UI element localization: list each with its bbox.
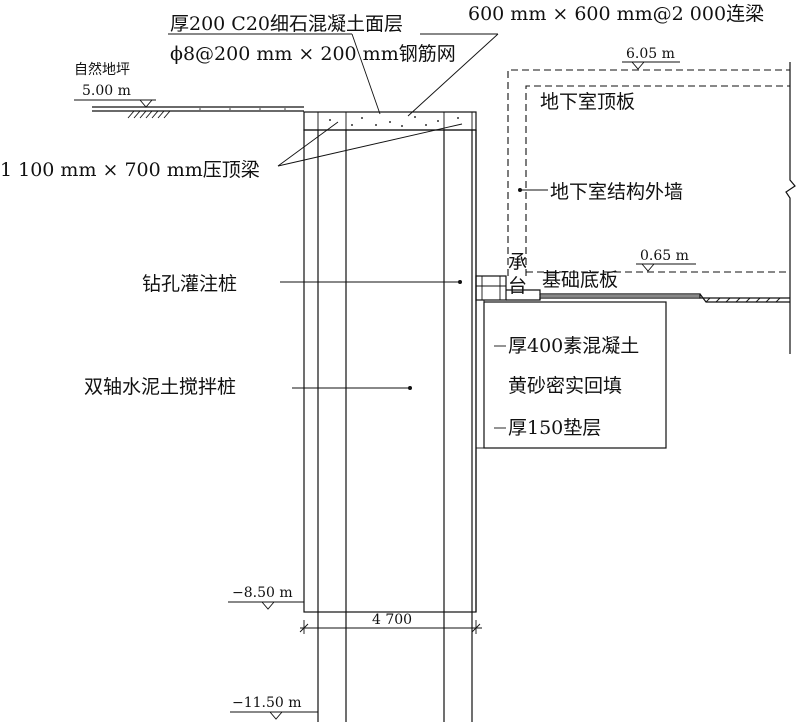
crown-beam-label: 1 100 mm × 700 mm压顶梁 — [0, 159, 260, 181]
basement-outline — [507, 62, 796, 354]
pile-cap-label-1: 承 — [508, 251, 527, 273]
elevation-roof: 6.05 m — [622, 46, 680, 70]
sand-backfill-label: 黄砂密实回填 — [508, 375, 622, 397]
mixing-pile-label: 双轴水泥土搅拌桩 — [84, 376, 236, 398]
basement-wall-label: 地下室结构外墙 — [550, 181, 683, 203]
pile-cap — [475, 275, 507, 301]
pile-cap-label-2: 台 — [508, 275, 527, 297]
mesh-label: ϕ8@200 mm × 200 mm钢筋网 — [170, 43, 456, 65]
base-slab-label: 基础底板 — [542, 269, 618, 291]
natural-ground-line — [92, 106, 304, 119]
elevation-ground-text: 5.00 m — [82, 83, 131, 99]
elevation-pile-bottom-text: −11.50 m — [232, 695, 302, 711]
slab-layer-label: 厚200 C20细石混凝土面层 — [170, 13, 403, 35]
plain-concrete-label: 厚400素混凝土 — [508, 335, 639, 357]
elevation-base: 0.65 m — [636, 248, 696, 272]
elevation-mixing-bottom-text: −8.50 m — [232, 585, 293, 601]
width-dimension: 4 700 — [299, 612, 482, 634]
tie-beam-label: 600 mm × 600 mm@2 000连梁 — [468, 3, 764, 25]
natural-ground-label: 自然地坪 — [74, 61, 130, 78]
elevation-pile-bottom: −11.50 m — [230, 695, 318, 720]
cushion-label: 厚150垫层 — [508, 417, 601, 439]
elevation-ground: 5.00 m 自然地坪 — [74, 61, 156, 108]
basement-roof-label: 地下室顶板 — [540, 91, 635, 113]
elevation-roof-text: 6.05 m — [626, 46, 675, 62]
mixing-pile-wall — [303, 129, 477, 722]
sand-backfill-zone — [475, 299, 667, 449]
crown-beam — [303, 111, 477, 131]
leader-dots — [408, 188, 522, 390]
elevation-mixing-bottom: −8.50 m — [228, 585, 304, 610]
width-dimension-text: 4 700 — [372, 612, 412, 628]
base-slab — [506, 289, 790, 303]
bored-pile-label: 钻孔灌注桩 — [142, 273, 237, 295]
leader-lines — [168, 33, 548, 429]
elevation-base-text: 0.65 m — [640, 248, 689, 264]
